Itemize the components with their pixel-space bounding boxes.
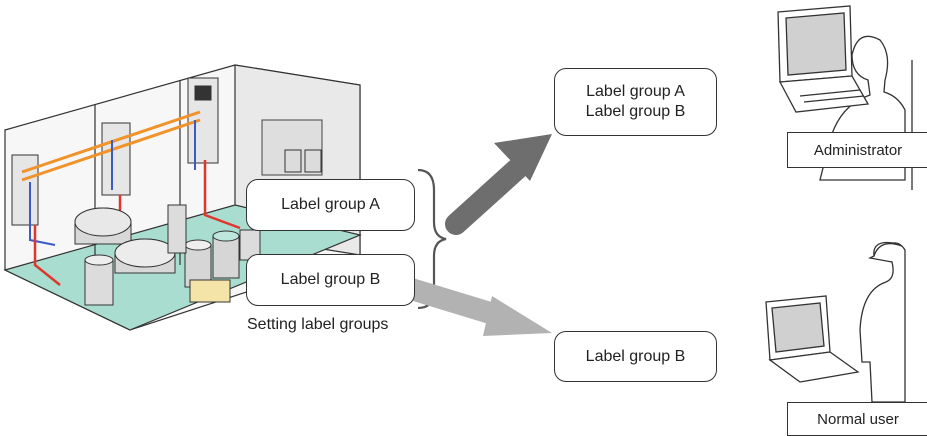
administrator-view-box: Label group A Label group B [554,68,717,136]
normal-user-role-label: Normal user [787,402,927,436]
normal-user-view-box: Label group B [554,331,717,382]
admin-line-1: Label group A [586,83,685,100]
label-group-b-text: Label group B [280,271,381,288]
label-group-b-box: Label group B [246,254,415,306]
user-line-1: Label group B [585,347,686,365]
tank-icon [74,149,322,306]
label-group-a-text: Label group A [281,196,380,213]
admin-line-2: Label group B [585,103,686,120]
arrow-to-administrator [445,134,552,235]
label-group-a-box: Label group A [246,179,415,231]
setting-label-groups-caption: Setting label groups [247,316,389,333]
administrator-role-label: Administrator [787,132,927,168]
arrow-to-normal-user [397,277,552,336]
normal-user-person-icon [765,241,906,403]
